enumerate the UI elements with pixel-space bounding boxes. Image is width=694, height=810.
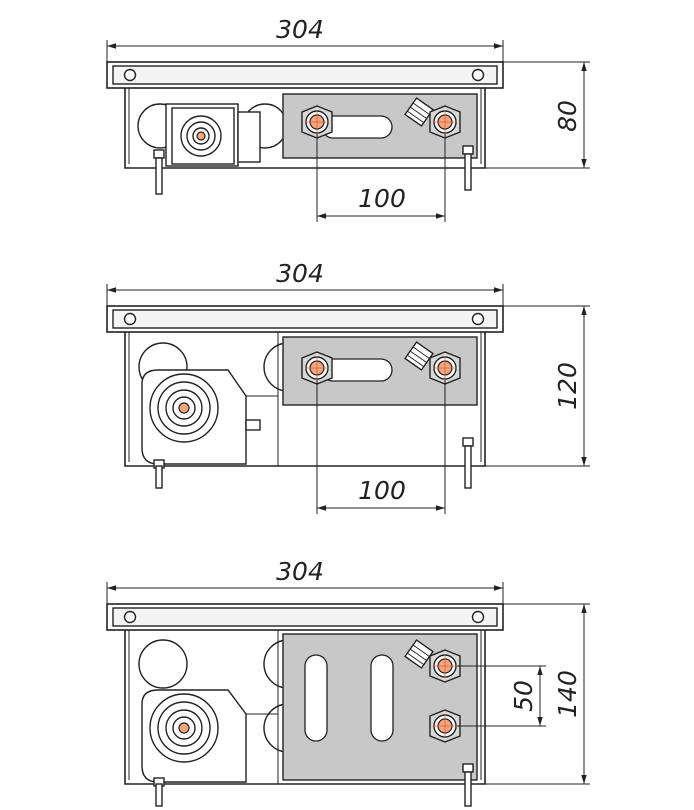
- centrifugal-fan: [141, 332, 279, 466]
- height-dimension-label: 80: [553, 100, 582, 132]
- view-80: 304: [106, 15, 590, 222]
- leveling-bolt-icon: [462, 145, 474, 191]
- pipe-spacing-label: 100: [358, 184, 406, 213]
- frame-screw-icon: [123, 610, 137, 624]
- height-dimension-label: 120: [553, 362, 582, 410]
- slot-icon: [370, 654, 394, 742]
- leveling-bolt-icon: [153, 777, 165, 807]
- leveling-bolt-icon: [153, 149, 165, 195]
- valve-icon: [404, 97, 434, 127]
- trough-body: [124, 88, 486, 169]
- valve-icon: [404, 341, 434, 371]
- width-dimension-label: 304: [276, 15, 324, 44]
- frame-screw-icon: [471, 610, 485, 624]
- view-140: 304: [106, 557, 590, 807]
- frame-screw-icon: [471, 68, 485, 82]
- view-120: 304: [106, 259, 590, 514]
- centrifugal-fan: [141, 630, 279, 784]
- frame-screw-icon: [123, 68, 137, 82]
- leveling-bolt-icon: [462, 437, 474, 489]
- leveling-bolt-icon: [462, 763, 474, 807]
- leveling-bolt-icon: [153, 459, 165, 489]
- frame-screw-icon: [123, 312, 137, 326]
- pipe-spacing-label: 50: [509, 680, 538, 712]
- slot-icon: [304, 654, 328, 742]
- width-dimension-label: 304: [276, 557, 324, 586]
- trough-body: [124, 630, 486, 785]
- trough-body: [124, 332, 486, 467]
- valve-icon: [404, 639, 434, 669]
- fan-disc-icon: [138, 639, 188, 689]
- frame-screw-icon: [471, 312, 485, 326]
- width-dimension-label: 304: [276, 259, 324, 288]
- height-dimension-label: 140: [553, 670, 582, 718]
- pipe-spacing-label: 100: [358, 476, 406, 505]
